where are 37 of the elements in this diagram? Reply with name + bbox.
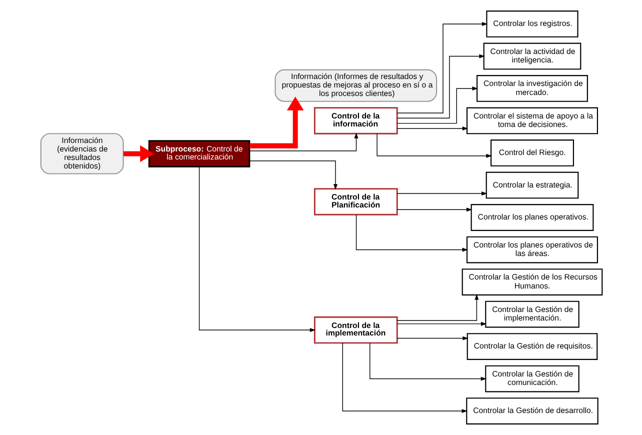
- arrow: [369, 342, 486, 381]
- node-box: Controlar la Gestión de los Recursos Humanos.: [461, 268, 602, 296]
- node-box: Controlar la actividad de inteligencia.: [482, 42, 581, 70]
- node-box: Controlar los planes operativos de las áreas.: [466, 236, 598, 264]
- arrow: [198, 166, 316, 332]
- node-box: Información (evidencias de resultados obtenidos): [40, 133, 124, 174]
- node-box: Controlar la estrategia.: [485, 172, 578, 199]
- node-box: Controlar los registros.: [486, 10, 578, 38]
- arrow: [249, 96, 304, 148]
- node-box: Controlar la Gestión de comunicación.: [484, 365, 579, 392]
- node-box: Control de la Planificación: [313, 188, 398, 216]
- node-box: Control del Riesgo.: [490, 140, 574, 166]
- arrow: [122, 145, 154, 162]
- node-box: Información (Informes de resultados y propuestas de mejoras al proceso en sí o a los procesos clientes): [274, 69, 437, 102]
- node-box: Controlar la Gestión de requisitos.: [466, 333, 598, 360]
- arrow: [396, 336, 468, 340]
- arrow: [248, 132, 358, 152]
- node-box: Controlar el sistema de apoyo a la toma de decisiones.: [466, 107, 598, 134]
- arrow: [342, 342, 468, 414]
- node-box: Controlar la Gestión de implementación.: [484, 300, 579, 328]
- node-box: Control de la implementación: [313, 316, 398, 344]
- arrow: [396, 294, 478, 321]
- arrow: [396, 86, 478, 124]
- arrow: [396, 208, 472, 212]
- node-box: Subproceso: Control de la comercialización: [148, 140, 250, 168]
- arrow: [396, 54, 484, 118]
- node-box: Controlar la investigación de mercado.: [476, 75, 588, 102]
- node-box: Control de la información: [313, 107, 398, 134]
- arrow: [396, 191, 487, 196]
- arrow: [376, 133, 492, 158]
- arrow: [248, 160, 337, 190]
- node-box: Controlar la Gestión de desarrollo.: [466, 398, 598, 424]
- node-box: Controlar los planes operativos.: [470, 204, 594, 231]
- arrow: [355, 214, 468, 252]
- arrow: [396, 322, 486, 326]
- arrow: [396, 126, 468, 130]
- arrow: [396, 22, 488, 114]
